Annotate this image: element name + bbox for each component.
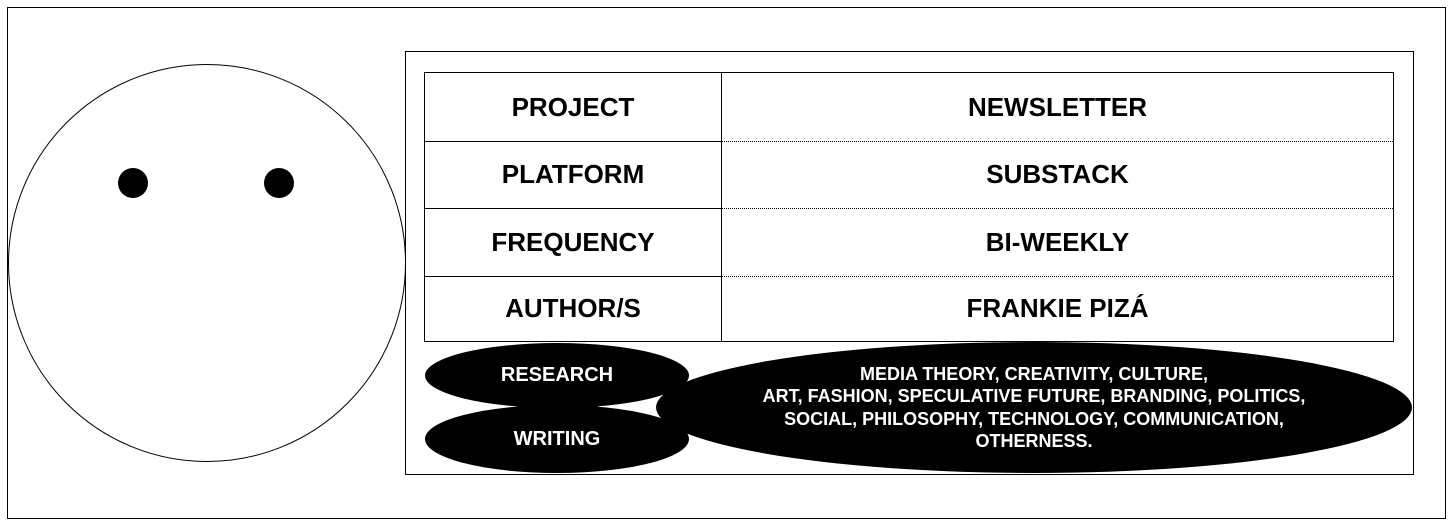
project-label: PROJECT [425,73,722,141]
table-row-platform: PLATFORM SUBSTACK [425,141,1393,208]
right-eye-icon [264,168,294,198]
info-table: PROJECT NEWSLETTER PLATFORM SUBSTACK FRE… [424,72,1394,342]
row-divider-dotted [722,141,1393,142]
platform-label: PLATFORM [425,141,722,208]
research-pill: RESEARCH [425,343,689,408]
row-divider [425,276,722,277]
platform-value: SUBSTACK [986,159,1129,189]
row-divider [425,208,722,209]
writing-pill: WRITING [425,405,689,473]
frequency-value: BI-WEEKLY [985,226,1130,257]
info-panel [405,51,1414,475]
topics-line: OTHERNESS. [975,431,1093,451]
row-divider-dotted [722,276,1393,277]
table-row-authors: AUTHOR/S FRANKIE PIZÁ [425,276,1393,341]
topics-line: MEDIA THEORY, CREATIVITY, CULTURE, [859,363,1208,384]
topics-line: SOCIAL, PHILOSOPHY, TECHNOLOGY, COMMUNIC… [784,408,1284,429]
left-eye-icon [118,168,148,198]
authors-value: FRANKIE PIZÁ [966,293,1149,323]
frequency-label: FREQUENCY [425,208,722,276]
authors-label: AUTHOR/S [425,276,722,341]
row-divider-dotted [722,208,1393,209]
topics-pill: MEDIA THEORY, CREATIVITY, CULTURE, ART, … [656,342,1412,473]
table-row-project: PROJECT NEWSLETTER [425,73,1393,141]
smiley-face-icon [8,64,406,462]
table-row-frequency: FREQUENCY BI-WEEKLY [425,208,1393,276]
topics-line: ART, FASHION, SPECULATIVE FUTURE, BRANDI… [762,386,1306,406]
project-value: NEWSLETTER [967,91,1148,122]
row-divider [425,141,722,142]
